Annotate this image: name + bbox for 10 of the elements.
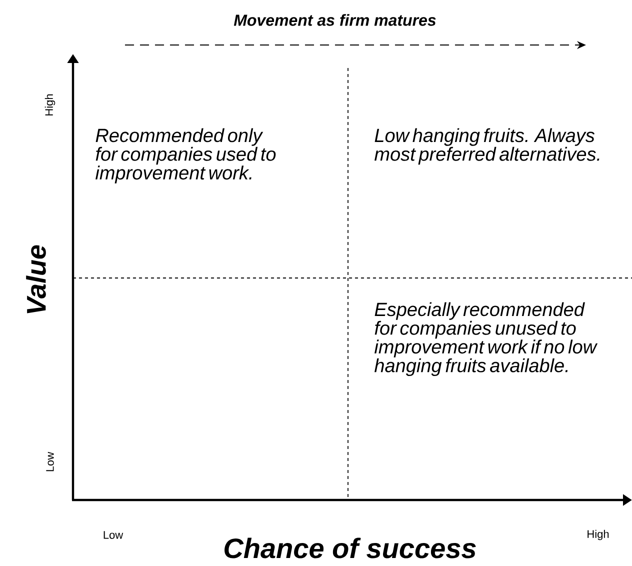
quadrant-text: Recommended only for companies used to improvement work. — [96, 128, 276, 184]
axis-label: Value — [26, 245, 46, 314]
quadrant-text: Especially recommended for companies unused to improvement work if no low hanging fruits available. — [374, 302, 598, 376]
tick-label: High — [588, 530, 609, 540]
quadrant-text: Low hanging fruits. Always most preferred alternatives. — [374, 128, 600, 165]
tick-label: Low — [46, 452, 54, 472]
tick-label: Low — [104, 531, 124, 539]
direction-label: Movement as firm matures — [234, 14, 436, 26]
tick-label: High — [44, 94, 56, 116]
axis-label: Chance of success — [224, 538, 476, 558]
